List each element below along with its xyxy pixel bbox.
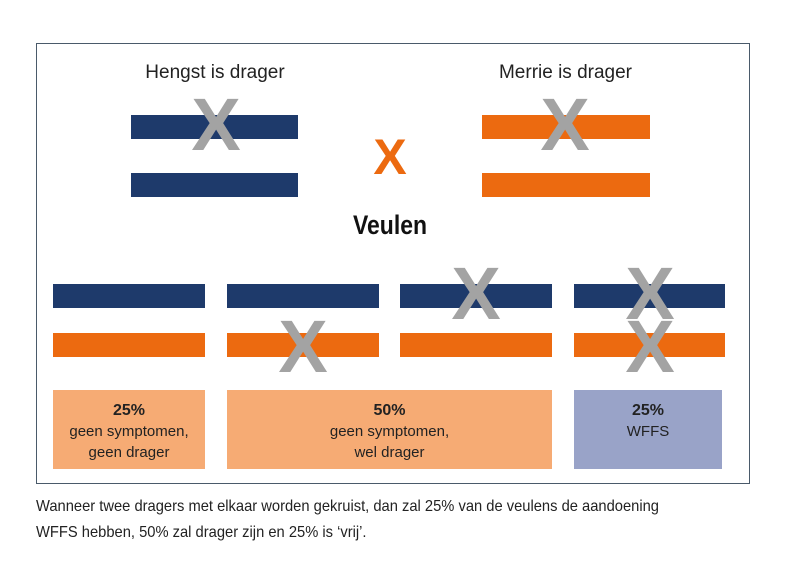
diagram-frame (36, 43, 750, 484)
result-box-carrier: 50% geen symptomen, wel drager (227, 390, 552, 469)
foal-3-orange-chromosome (400, 333, 552, 357)
stallion-chromosome-top (131, 115, 298, 139)
foal-2-navy-chromosome (227, 284, 379, 308)
result-free-line2: geen drager (88, 444, 170, 461)
foal-4-navy-carrier-mark: X (625, 252, 675, 335)
result-carrier-percent: 50% (373, 402, 406, 419)
result-wffs-percent: 25% (631, 402, 665, 419)
result-free-line1: geen symptomen, (69, 423, 189, 440)
foal-1-orange-chromosome (53, 333, 205, 357)
result-carrier-line2: wel drager (354, 444, 425, 461)
stallion-carrier-mark: X (191, 83, 241, 166)
foal-3-navy-chromosome (400, 284, 552, 308)
caption: Wanneer twee dragers met elkaar worden g… (36, 494, 708, 546)
mare-label: Merrie is drager (498, 62, 633, 83)
foal-2-orange-chromosome (227, 333, 379, 357)
foal-3-carrier-mark: X (451, 252, 501, 335)
foal-1-navy-chromosome (53, 284, 205, 308)
mare-chromosome-bottom (482, 173, 650, 197)
stallion-label: Hengst is drager (145, 62, 285, 83)
foal-2-carrier-mark: X (278, 305, 328, 388)
stallion-chromosome-bottom (131, 173, 298, 197)
foal-4-orange-carrier-mark: X (625, 305, 675, 388)
foal-4-orange-chromosome (574, 333, 725, 357)
result-box-free: 25% geen symptomen, geen drager (53, 390, 205, 469)
caption-line1: Wanneer twee dragers met elkaar worden g… (36, 498, 659, 515)
result-box-wffs: 25% WFFS (574, 390, 722, 469)
offspring-heading: Veulen (352, 210, 427, 240)
caption-line2: WFFS hebben, 50% zal drager zijn en 25% … (36, 524, 367, 541)
cross-symbol: X (373, 129, 407, 185)
mare-chromosome-top (482, 115, 650, 139)
result-free-percent: 25% (112, 402, 146, 419)
foal-4-navy-chromosome (574, 284, 725, 308)
result-carrier-line1: geen symptomen, (329, 423, 450, 440)
result-wffs-line1: WFFS (626, 423, 670, 440)
mare-carrier-mark: X (540, 83, 590, 166)
